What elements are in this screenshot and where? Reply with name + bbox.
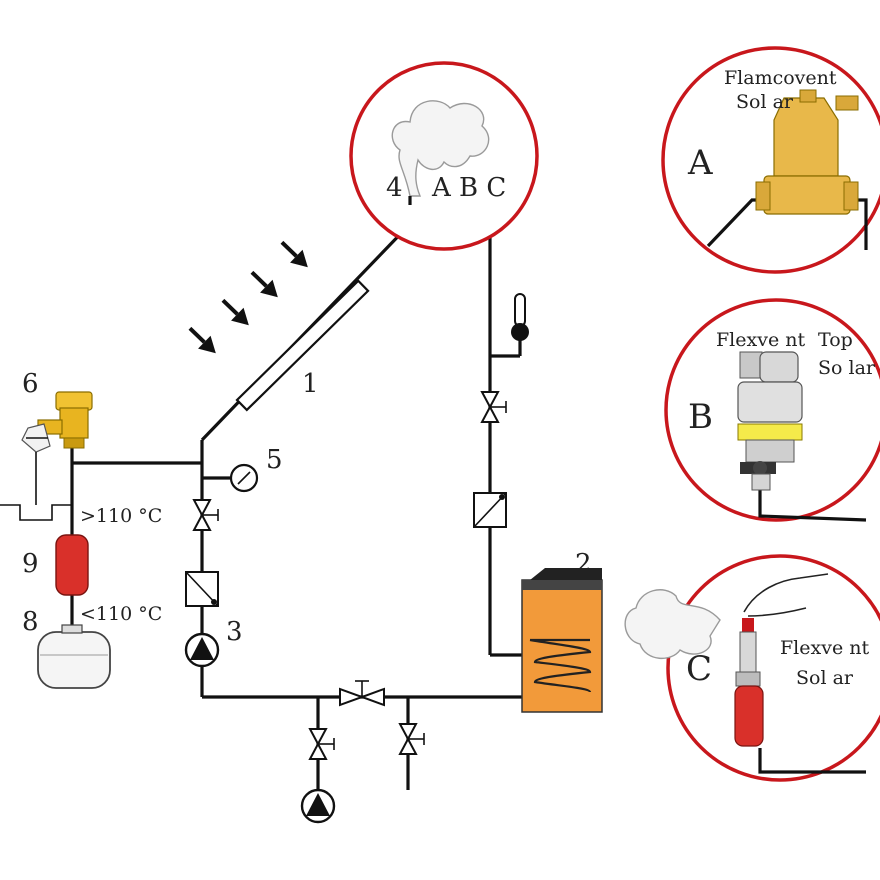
- label-9: 9: [22, 549, 39, 579]
- label-temp-high: >110 °C: [80, 505, 162, 527]
- label-3: 3: [226, 617, 243, 647]
- valve-right: [480, 391, 507, 423]
- detail-c-letter: C: [686, 649, 712, 689]
- valve-drain-right: [398, 723, 425, 755]
- solar-collector: [235, 279, 370, 412]
- thermometer: [490, 293, 529, 358]
- detail-b-caption-2: So lar: [818, 357, 876, 379]
- detail-b-caption-1: Flexve nt: [716, 329, 805, 351]
- intermediate-vessel: [55, 534, 89, 596]
- detail-a-letter: A: [687, 143, 713, 183]
- valve-drain-left: [308, 728, 335, 760]
- expansion-vessel: [37, 624, 111, 689]
- detail-a-caption-1: Flamcovent: [724, 67, 837, 89]
- label-6: 6: [22, 369, 39, 399]
- detail-c: C Flexve nt Sol ar: [624, 554, 880, 782]
- detail-c-caption-2: Sol ar: [796, 667, 854, 689]
- detail-b: B Flexve nt Top So lar: [664, 298, 880, 522]
- pump-main: [184, 632, 220, 668]
- pump-fill: [300, 788, 336, 824]
- drain-funnel: [0, 452, 72, 521]
- detail-a-caption-2: Sol ar: [736, 91, 794, 113]
- label-8: 8: [22, 607, 39, 637]
- label-4: 4: [386, 173, 403, 203]
- vent-zoom-circle: [349, 61, 539, 251]
- check-valve-left: [185, 571, 219, 607]
- valve-left: [192, 499, 219, 531]
- storage-tank: [521, 568, 603, 713]
- safety-valve: [21, 391, 93, 453]
- label-1: 1: [302, 369, 319, 399]
- label-abc: A B C: [431, 173, 506, 203]
- valve-bottom-center: [339, 680, 385, 707]
- check-valve-right: [473, 492, 507, 528]
- label-2: 2: [575, 549, 592, 579]
- main-piping: [70, 205, 522, 800]
- pressure-gauge: [202, 463, 259, 493]
- sun-arrows: [188, 240, 308, 354]
- detail-a: A Flamcovent Sol ar: [661, 46, 880, 274]
- detail-c-caption-1: Flexve nt: [780, 637, 869, 659]
- label-5: 5: [266, 445, 283, 475]
- detail-b-caption-1b: Top: [818, 329, 853, 351]
- detail-b-letter: B: [688, 397, 713, 437]
- label-temp-low: <110 °C: [80, 603, 162, 625]
